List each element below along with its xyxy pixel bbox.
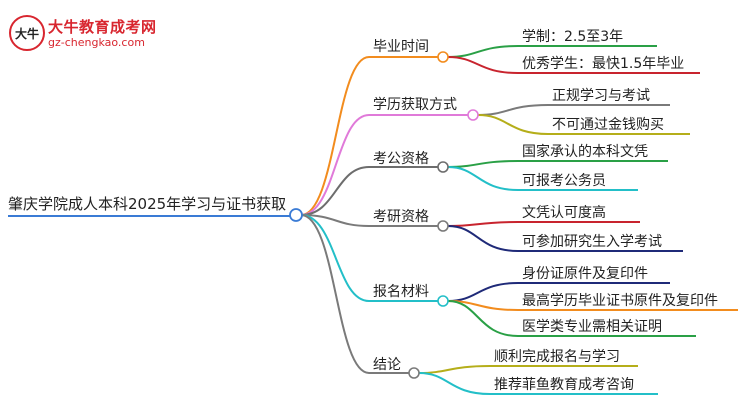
leaf-label: 推荐菲鱼教育成考咨询 [494, 376, 634, 393]
branch-label: 考公资格 [373, 151, 429, 167]
branch-node-circle[interactable] [467, 109, 479, 121]
mind-map-nodes: 肇庆学院成人本科2025年学习与证书获取 毕业时间 学制：2.5至3年优秀学生：最快… [8, 29, 718, 393]
leaf-label: 学制：2.5至3年 [522, 29, 623, 45]
leaf-edge [418, 365, 638, 374]
root-node-circle[interactable] [289, 208, 303, 222]
leaf-edge [447, 160, 668, 168]
branch-edge [300, 214, 409, 374]
leaf-label: 身份证原件及复印件 [522, 265, 648, 282]
branch-node-circle[interactable] [437, 51, 449, 63]
leaf-label: 正规学习与考试 [552, 88, 650, 104]
leaf-label: 优秀学生：最快1.5年毕业 [522, 56, 684, 72]
branch-edge [300, 166, 438, 216]
branch-node-circle[interactable] [408, 367, 420, 379]
leaf-label: 最高学历毕业证书原件及复印件 [522, 292, 718, 309]
branch-edge [300, 114, 468, 216]
leaf-label: 国家承认的本科文凭 [522, 143, 648, 160]
branch-label: 学历获取方式 [373, 97, 457, 113]
logo-badge-text: 大牛 [15, 26, 39, 41]
branch-node-circle[interactable] [437, 161, 449, 173]
logo-badge-icon: 大牛 [9, 15, 45, 51]
logo-url: gz-chengkao.com [48, 36, 145, 49]
leaf-edge [477, 104, 670, 116]
leaf-edge [477, 114, 690, 135]
branch-edge [300, 214, 438, 302]
branch-label: 结论 [373, 357, 401, 373]
leaf-label: 不可通过金钱购买 [552, 117, 664, 133]
branch-label: 报名材料 [373, 284, 429, 300]
branch-edge [300, 214, 438, 227]
leaf-edge [447, 225, 683, 252]
branch-edge [300, 56, 438, 216]
leaf-label: 可参加研究生入学考试 [522, 233, 662, 250]
leaf-edge [447, 300, 696, 337]
site-logo: 大牛 大牛教育成考网 gz-chengkao.com [8, 14, 168, 54]
leaf-edge [447, 56, 700, 74]
branch-node-circle[interactable] [437, 295, 449, 307]
mind-map-edges [8, 45, 738, 395]
leaf-edge [418, 372, 658, 395]
branch-label: 考研资格 [373, 209, 429, 225]
logo-title: 大牛教育成考网 [48, 18, 157, 36]
leaf-edge [447, 166, 638, 191]
branch-label: 毕业时间 [373, 39, 429, 55]
leaf-label: 文凭认可度高 [522, 204, 606, 221]
root-label: 肇庆学院成人本科2025年学习与证书获取 [8, 195, 286, 213]
leaf-label: 医学类专业需相关证明 [522, 319, 662, 335]
leaf-edge [447, 221, 640, 227]
leaf-edge [447, 282, 670, 302]
leaf-label: 可报考公务员 [522, 173, 606, 189]
leaf-label: 顺利完成报名与学习 [494, 349, 620, 365]
branch-node-circle[interactable] [437, 220, 449, 232]
